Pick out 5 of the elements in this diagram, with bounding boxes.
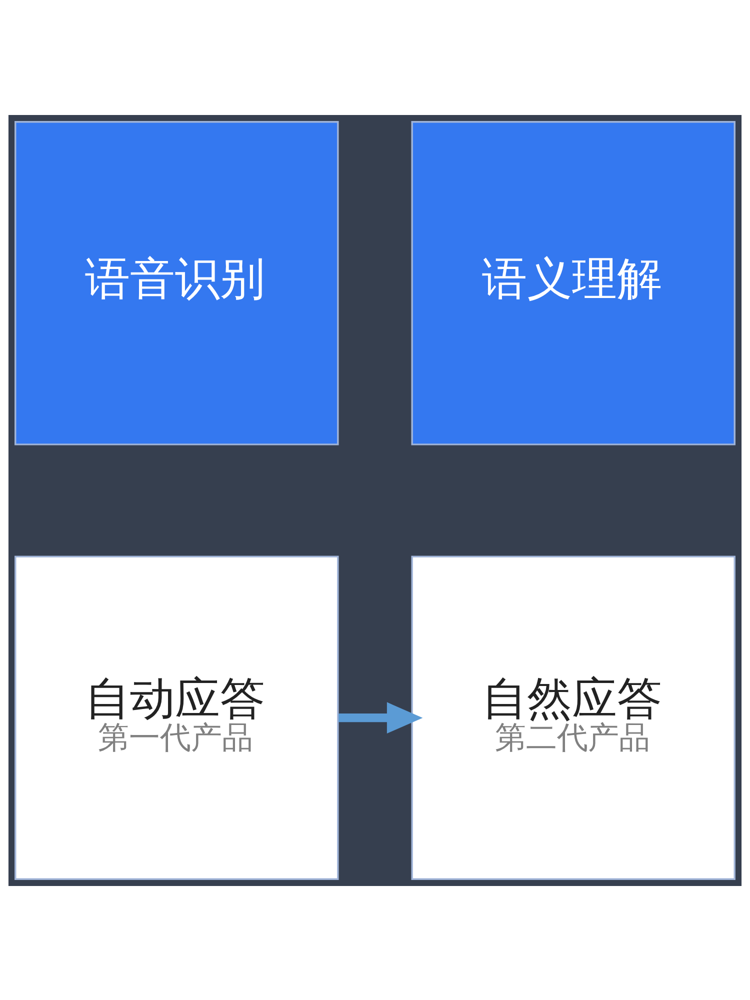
node-box: 语义理解: [411, 120, 736, 445]
node-box: 语音识别: [14, 120, 339, 445]
node-box: 自动应答 第一代产品: [14, 555, 339, 880]
node-box: 自然应答 第二代产品: [411, 555, 736, 880]
arrow: [338, 702, 423, 733]
